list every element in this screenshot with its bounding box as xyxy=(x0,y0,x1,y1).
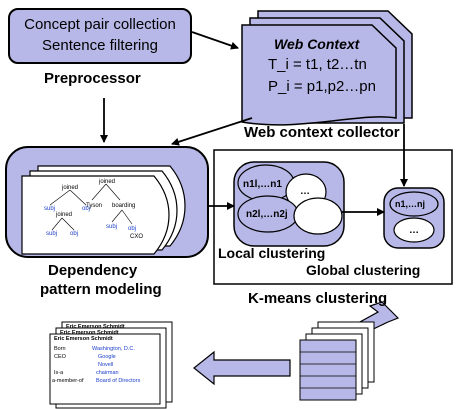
local-cluster-group xyxy=(233,161,345,247)
dependency-label-line1: Dependency xyxy=(48,262,138,279)
infobox-value-born: Washington, D.C. xyxy=(92,346,135,352)
tree2-node-6: CXO xyxy=(130,234,143,240)
preprocessor-box: Concept pair collection Sentence filteri… xyxy=(8,8,192,64)
tree2-node-4: subj xyxy=(106,224,117,230)
web-context-title: Web Context xyxy=(274,36,360,52)
web-context-documents xyxy=(241,10,413,126)
tree1-node-4: obj xyxy=(82,206,90,212)
sentence-filtering-text: Sentence filtering xyxy=(42,37,158,54)
tree1-node-5: subj xyxy=(46,231,57,237)
infobox-key-ceo: CEO xyxy=(54,354,67,360)
infobox-value-novell: Novell xyxy=(98,362,113,368)
infobox-key-isa: Is-a xyxy=(54,370,64,376)
infobox-value-board: Board of Directors xyxy=(96,378,141,384)
kmeans-clustering-label: K-means clustering xyxy=(248,290,388,307)
infobox-key-member: a-member-of xyxy=(52,378,84,384)
dependency-tree-2 xyxy=(91,183,133,225)
infobox-title-mid: Eric Emerson Schmidt xyxy=(60,330,119,336)
dependency-pattern-stack xyxy=(5,146,209,258)
tree2-node-5: obj xyxy=(128,226,136,232)
dependency-label-line2: pattern modeling xyxy=(40,281,162,298)
flow-arrows xyxy=(100,31,408,216)
tree1-node-3: joined xyxy=(55,212,72,218)
result-table-stack xyxy=(299,321,375,401)
infobox-title-front: Eric Emerson Schmidt xyxy=(54,336,113,342)
formula-t: T_i = t1, t2…tn xyxy=(268,56,367,73)
cluster-a-label: n1l,…n1 xyxy=(243,179,282,190)
formula-p: P_i = p1,p2…pn xyxy=(268,78,376,95)
infobox-value-chairman: chairman xyxy=(96,370,119,376)
tree1-node-1: joined xyxy=(61,185,78,191)
cluster-b-label: n2l,…n2j xyxy=(246,209,288,220)
tree2-node-2: Tyson xyxy=(86,203,102,209)
global-clustering-label: Global clustering xyxy=(306,262,421,278)
tree2-node-1: joined xyxy=(98,179,115,185)
concept-pair-collection-text: Concept pair collection xyxy=(24,16,176,33)
hollow-arrow-left xyxy=(193,350,291,386)
infobox-cards xyxy=(49,321,173,409)
preprocessor-label: Preprocessor xyxy=(44,70,141,87)
tree2-node-3: boarding xyxy=(112,203,135,209)
local-clustering-label: Local clustering xyxy=(218,245,326,261)
global-a-label: n1,…nj xyxy=(395,199,425,209)
global-dots-label: … xyxy=(409,225,419,236)
cluster-dots-label: … xyxy=(300,186,310,197)
infobox-title-back: Eric Emerson Schmidt xyxy=(66,324,125,330)
web-context-collector-label: Web context collector xyxy=(244,124,400,141)
dependency-tree-1 xyxy=(49,189,87,231)
tree1-node-6: obj xyxy=(70,231,78,237)
infobox-key-born: Born xyxy=(54,346,66,352)
global-cluster-group xyxy=(383,187,445,249)
tree1-node-2: subj xyxy=(44,206,55,212)
infobox-value-ceo: Google xyxy=(98,354,116,360)
